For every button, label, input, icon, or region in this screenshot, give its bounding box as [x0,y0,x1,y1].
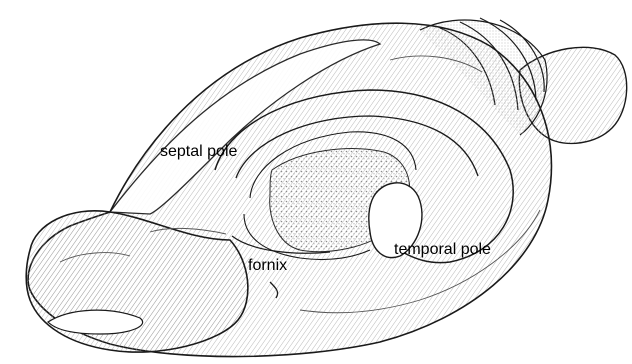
label-septal-pole: septal pole [160,144,237,160]
label-temporal-pole: temporal pole [394,242,491,258]
label-fornix: fornix [248,258,287,274]
